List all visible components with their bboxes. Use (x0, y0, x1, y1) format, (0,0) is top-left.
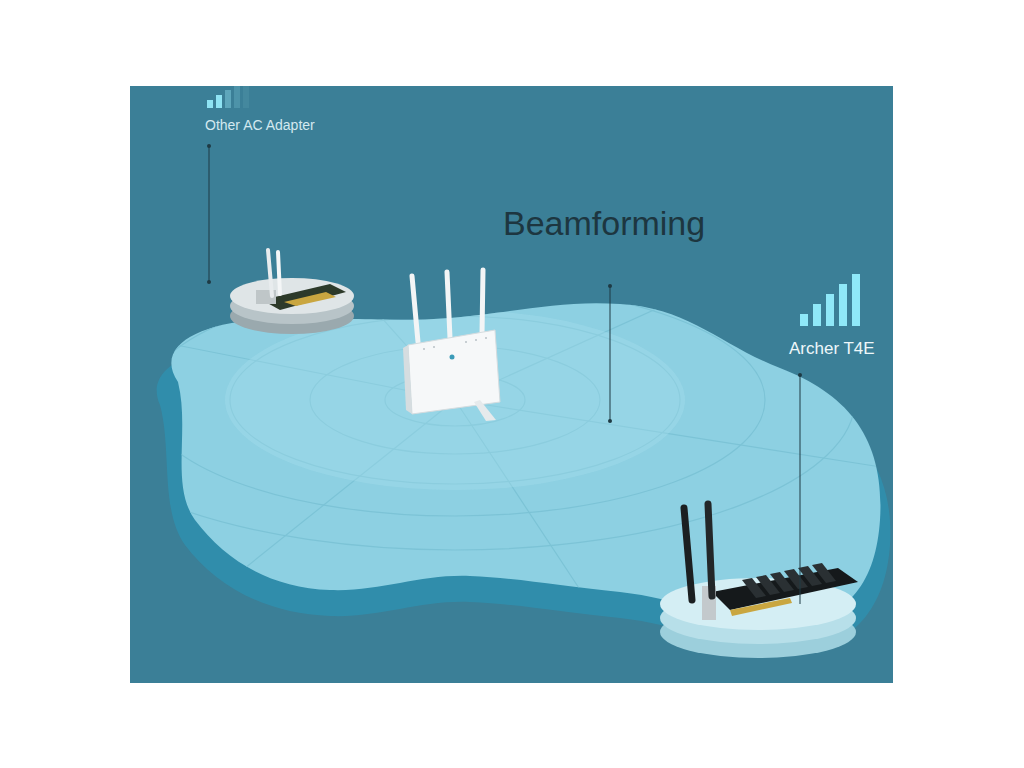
adapter-label: Archer T4E (789, 339, 875, 359)
other-adapter (230, 250, 354, 334)
weak-signal-icon (207, 86, 249, 108)
label-holder: Archer T4E (789, 339, 875, 359)
diagram-title: Beamforming (503, 204, 705, 243)
adapter-label: Other AC Adapter (205, 117, 315, 133)
strong-signal-icon (800, 274, 860, 326)
coverage-rings (55, 250, 900, 620)
label-holder: Other AC Adapter (205, 117, 315, 133)
leader-lines (209, 146, 800, 604)
background-panel (130, 86, 893, 683)
leader-dots (207, 144, 802, 423)
router (403, 270, 500, 421)
title-holder: Beamforming (503, 204, 705, 243)
archer-adapter (660, 504, 858, 658)
coverage-area (171, 303, 880, 622)
